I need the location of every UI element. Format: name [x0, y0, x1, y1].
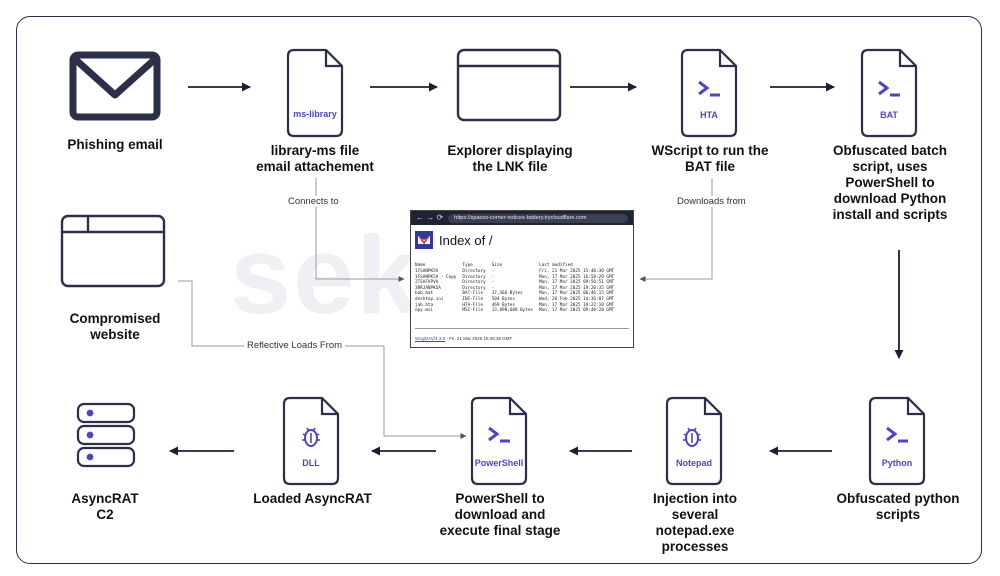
cell-name[interactable]: 1FSANPK5A: [415, 269, 439, 274]
cell-type: HTA-File: [462, 302, 484, 308]
cell-size: 37,366 Bytes: [491, 291, 523, 297]
cell-name[interactable]: 2TSAFVPVA: [415, 280, 439, 286]
node-label-phishing-email: Phishing email: [67, 137, 163, 152]
connector-downloads-from: [639, 178, 713, 282]
cell-modified: Mon, 17 Mar 2025 09:48:28 GMT: [539, 308, 615, 314]
cell-modified: Mon, 17 Mar 2025 19:20:35 GMT: [539, 285, 615, 291]
node-label-notepad-injection: Injection into several notepad.exe proce…: [653, 491, 737, 554]
cell-size: 504 Bytes: [491, 296, 515, 302]
node-label-asyncrat-c2: AsyncRAT C2: [71, 491, 139, 522]
cell-type: MSI-File: [462, 308, 484, 314]
cell-type: Directory: [462, 285, 486, 291]
bug-file-icon: [282, 396, 340, 486]
cell-type: Directory: [462, 274, 486, 280]
cell-name[interactable]: bab.bat: [415, 291, 434, 297]
cell-size: -: [491, 285, 495, 291]
cell-type: Directory: [462, 269, 486, 274]
connector-connects-to: [315, 178, 405, 282]
table-row: jab.hta HTA-File 469 Bytes Mon, 17 Mar 2025…: [415, 303, 620, 309]
browser-screenshot: ← → ⟳ https://spaces-corner-notices-batt…: [410, 210, 634, 348]
col-header-size: Size: [491, 263, 503, 268]
index-footer: WsgiDAV/4.3.0 - Fri, 21 Mar 2025 15:40:3…: [415, 336, 512, 341]
cell-name[interactable]: jab.hta: [415, 302, 434, 308]
cell-modified: Mon, 17 Mar 2025 09:56:51 GMT: [539, 280, 615, 286]
cell-size: -: [491, 274, 495, 280]
node-label-library-ms: library-ms file email attachement: [256, 143, 374, 174]
cell-size: 13,890,688 Bytes: [491, 308, 534, 314]
bug-file-icon: [665, 396, 723, 486]
node-label-python-scripts: Obfuscated python scripts: [836, 491, 960, 522]
col-header-name: Name: [415, 263, 426, 268]
table-row: opy.msi MSI-File 13,890,688 Bytes Mon, 17 M…: [415, 308, 620, 314]
table-row: desktop.ini INI-File 504 Bytes Wed, 26 Feb …: [415, 297, 620, 303]
server-logo-icon: [415, 231, 433, 249]
footer-server-link[interactable]: WsgiDAV/4.3.0: [415, 336, 446, 341]
connector-label-downloads-from: Downloads from: [674, 196, 749, 207]
node-label-explorer: Explorer displaying the LNK file: [447, 143, 573, 174]
cell-modified: Mon, 17 Mar 2025 19:22:10 GMT: [539, 302, 615, 308]
file-badge-python: Python: [882, 458, 913, 468]
terminal-file-icon: [868, 396, 926, 486]
node-label-powershell-final: PowerShell to download and execute final…: [439, 491, 561, 538]
cell-name[interactable]: desktop.ini: [415, 296, 444, 302]
terminal-file-icon: [680, 48, 738, 138]
file-badge-dll: DLL: [302, 458, 320, 468]
table-row: bab.bat BAT-File 37,366 Bytes Mon, 17 Mar 2…: [415, 291, 620, 297]
envelope-icon: [69, 51, 161, 121]
diagram-frame: [16, 16, 982, 564]
cell-size: -: [491, 269, 495, 274]
terminal-file-icon: [860, 48, 918, 138]
table-row: 2TSAFVPVA Directory- Mon, 17 Mar 2025 09:5…: [415, 280, 620, 286]
cell-modified: Mon, 17 Mar 2025 06:46:15 GMT: [539, 291, 615, 297]
window-icon: [60, 214, 166, 288]
node-label-wscript: WScript to run the BAT file: [651, 143, 769, 174]
node-label-loaded-asyncrat: Loaded AsyncRAT: [253, 491, 372, 506]
file-badge-ms-library: ms-library: [293, 109, 337, 119]
connector-label-connects-to: Connects to: [285, 196, 342, 207]
cell-modified: Mon, 17 Mar 2025 16:58:29 GMT: [539, 274, 615, 280]
browser-url-bar: https://spaces-corner-notices-battery.tr…: [448, 213, 628, 223]
index-header: Index of /: [411, 225, 633, 253]
col-header-type: Type: [462, 263, 473, 268]
cell-name[interactable]: opy.msi: [415, 308, 434, 314]
file-badge-bat: BAT: [880, 110, 898, 120]
node-label-compromised-website: Compromised website: [69, 311, 161, 342]
file-badge-powershell: PowerShell: [475, 458, 524, 468]
cell-size: 469 Bytes: [491, 302, 515, 308]
server-icon: [76, 402, 136, 468]
file-badge-hta: HTA: [700, 110, 718, 120]
node-label-bat-script: Obfuscated batch script, uses PowerShell…: [832, 143, 948, 222]
index-title: Index of /: [439, 232, 493, 248]
terminal-file-icon: [470, 396, 528, 486]
footer-divider: [415, 328, 629, 329]
col-header-modified: Last modified: [539, 263, 573, 268]
window-icon: [456, 48, 562, 122]
connector-label-reflective-loads: Reflective Loads From: [244, 340, 346, 351]
browser-nav-icons: ← → ⟳: [416, 213, 444, 222]
cell-name[interactable]: 3RRJANPK5A: [415, 285, 441, 291]
footer-timestamp: - Fri, 21 Mar 2025 15:40:35 GMT: [445, 336, 513, 341]
file-badge-notepad: Notepad: [676, 458, 712, 468]
cell-type: Directory: [462, 280, 486, 286]
cell-modified: Fri, 21 Mar 2025 15:40:30 GMT: [539, 269, 615, 274]
table-row: 1FSANPK5A - Copy Directory- Mon, 17 Mar 20…: [415, 275, 620, 281]
file-icon: [286, 48, 344, 138]
cell-size: -: [491, 280, 495, 286]
cell-modified: Wed, 26 Feb 2025 14:36:07 GMT: [539, 296, 615, 302]
table-row: 3RRJANPK5A Directory- Mon, 17 Mar 2025 19:…: [415, 286, 620, 292]
directory-listing-table: Name Type Size Last modified 1FSANPK5A Di…: [415, 263, 620, 314]
table-header-row: Name Type Size Last modified: [415, 263, 620, 269]
cell-type: INI-File: [462, 296, 484, 302]
browser-toolbar: ← → ⟳ https://spaces-corner-notices-batt…: [411, 211, 633, 225]
cell-type: BAT-File: [462, 291, 484, 297]
table-row: 1FSANPK5A Directory- Fri, 21 Mar 2025 15:4…: [415, 269, 620, 275]
cell-name[interactable]: 1FSANPK5A - Copy: [415, 274, 457, 280]
